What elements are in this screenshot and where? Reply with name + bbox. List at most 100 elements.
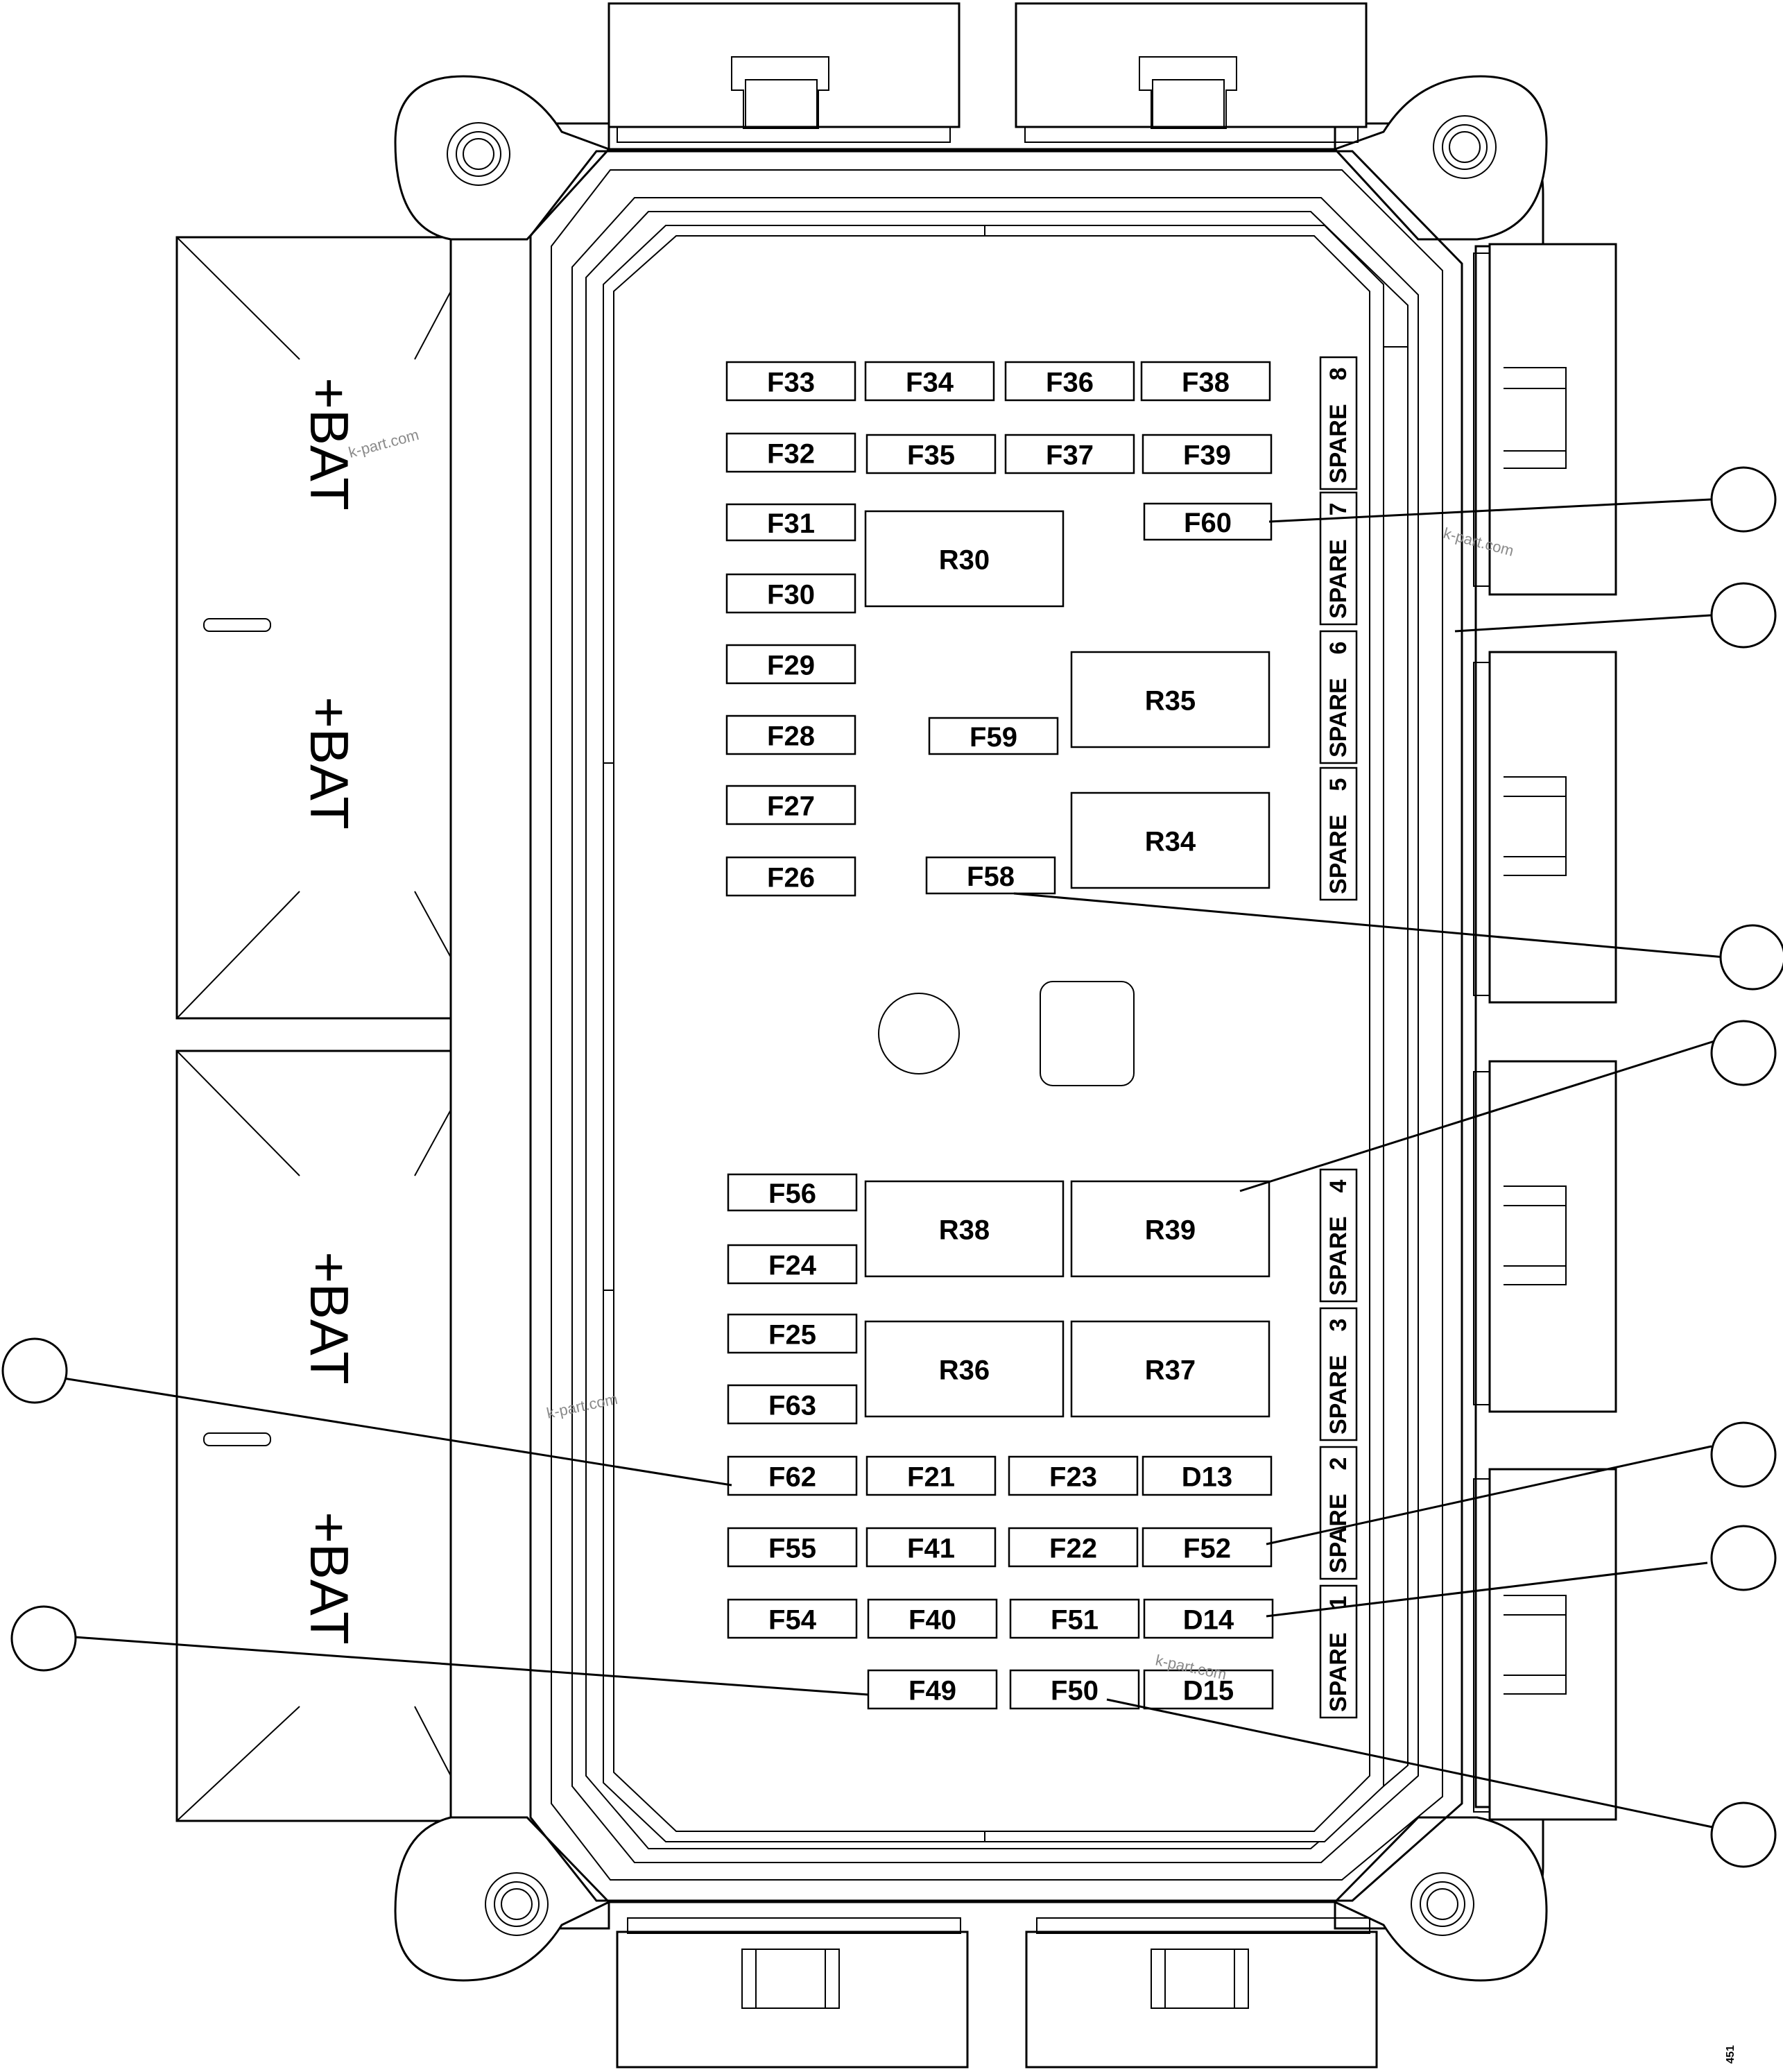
fuse-f40[interactable]: F40 [867,1598,998,1639]
fuse-label: F58 [967,862,1015,892]
relay-r34[interactable]: R34 [1070,791,1271,889]
callout-leader-f62 [63,1377,732,1487]
fuse-slot [865,1527,997,1568]
fuse-f36[interactable]: F36 [1004,361,1135,402]
fuse-label: F33 [767,368,815,398]
fuse-label: F59 [970,722,1017,753]
relay-r30[interactable]: R30 [864,510,1065,608]
fuse-f62[interactable]: F62 [727,1455,858,1496]
fuse-f59[interactable]: F59 [928,717,1059,755]
spare-frame [1319,1446,1358,1580]
fuse-f31[interactable]: F31 [725,503,856,542]
fuse-f56[interactable]: F56 [727,1173,858,1212]
fuse-label: F25 [768,1320,816,1351]
relay-r36[interactable]: R36 [864,1320,1065,1418]
fuse-f51[interactable]: F51 [1009,1598,1140,1639]
fuse-f32[interactable]: F32 [725,432,856,473]
callout-leader-f52 [1266,1445,1712,1546]
fuse-f35[interactable]: F35 [865,434,997,474]
spare-number: 6 [1325,642,1352,655]
spare-number: 4 [1325,1179,1352,1192]
spare-number: 3 [1325,1319,1352,1332]
fuse-slot [1140,361,1271,402]
callout-leader-f50 [1106,1698,1716,1829]
fuse-slot [725,361,856,402]
fuse-f54[interactable]: F54 [727,1598,858,1639]
fuse-f29[interactable]: F29 [725,644,856,685]
right-connectors [1473,243,1617,1821]
bat-label-4: +BAT [299,1512,360,1644]
fuse-label: F41 [907,1534,955,1564]
relay-slot [1070,651,1271,748]
fuse-d14[interactable]: D14 [1143,1598,1274,1639]
fuse-f49[interactable]: F49 [867,1669,998,1710]
fuse-f58[interactable]: F58 [925,856,1056,895]
fuse-d13[interactable]: D13 [1142,1455,1273,1496]
fuse-slot [727,1455,858,1496]
fuse-f24[interactable]: F24 [727,1244,858,1285]
fuse-f25[interactable]: F25 [727,1313,858,1354]
fuse-f39[interactable]: F39 [1142,434,1273,474]
callout-leader-d14 [1266,1561,1708,1618]
relay-r39[interactable]: R39 [1070,1180,1271,1278]
fuse-f21[interactable]: F21 [865,1455,997,1496]
spare-word: SPARE [1325,678,1352,757]
fuse-f63[interactable]: F63 [727,1384,858,1425]
fuse-f52[interactable]: F52 [1142,1527,1273,1568]
fuse-label: F40 [908,1605,956,1636]
fuse-f26[interactable]: F26 [725,856,856,897]
spare-number: 7 [1325,503,1352,516]
fuse-label: F26 [767,863,815,893]
fuse-label: F62 [768,1462,816,1493]
fuse-slot [727,1313,858,1354]
fuse-f34[interactable]: F34 [864,361,995,402]
fuse-f60[interactable]: F60 [1143,502,1273,541]
fuse-f22[interactable]: F22 [1008,1527,1139,1568]
fuse-f41[interactable]: F41 [865,1527,997,1568]
relay-label: R35 [1145,686,1196,717]
fuse-slot [727,1173,858,1212]
relay-r35[interactable]: R35 [1070,651,1271,748]
relay-r38[interactable]: R38 [864,1180,1065,1278]
fuse-label: F22 [1049,1534,1097,1564]
callout-circle-6 [1710,1525,1777,1591]
fuse-f23[interactable]: F23 [1008,1455,1139,1496]
fuse-f28[interactable]: F28 [725,714,856,755]
fuse-label: D13 [1182,1462,1232,1493]
battery-labels: +BAT +BAT +BAT +BAT [299,377,360,1644]
fuse-f30[interactable]: F30 [725,573,856,614]
fuse-slot [727,1384,858,1425]
callout-circle-8 [1,1337,68,1404]
fuse-slot [725,503,856,542]
spare-word: SPARE [1325,1216,1352,1296]
fuse-label: F50 [1051,1676,1099,1706]
fuse-f38[interactable]: F38 [1140,361,1271,402]
relay-r37[interactable]: R37 [1070,1320,1271,1418]
fuse-label: F29 [767,651,815,681]
fuse-d15[interactable]: D15 [1143,1669,1274,1710]
top-connector-left [608,2,961,143]
fuse-label: F37 [1046,440,1094,471]
bat-label-1: +BAT [299,377,360,510]
fuse-f55[interactable]: F55 [727,1527,858,1568]
fuse-slot [725,644,856,685]
fuse-f27[interactable]: F27 [725,785,856,825]
fuse-f50[interactable]: F50 [1009,1669,1140,1710]
fuse-f33[interactable]: F33 [725,361,856,402]
fuse-f37[interactable]: F37 [1004,434,1135,474]
relay-label: R34 [1145,827,1196,857]
fuse-label: D15 [1183,1676,1234,1706]
fuse-slot [725,573,856,614]
fuse-slot [1008,1455,1139,1496]
fuse-label: D14 [1183,1605,1234,1636]
